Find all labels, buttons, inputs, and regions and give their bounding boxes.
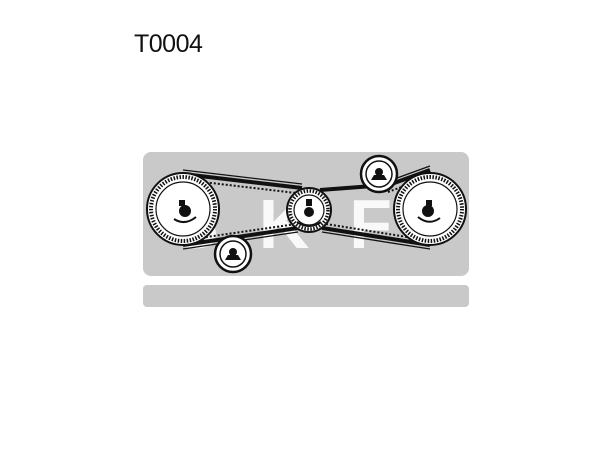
part-code: T0004 [134,30,203,58]
lower-tensioner-pulley [213,234,253,274]
upper-idler-pulley [359,154,399,194]
crankshaft-pulley [286,187,332,233]
bottom-stripe [143,285,469,307]
left-camshaft-pulley [146,172,220,246]
right-camshaft-pulley [393,172,467,246]
